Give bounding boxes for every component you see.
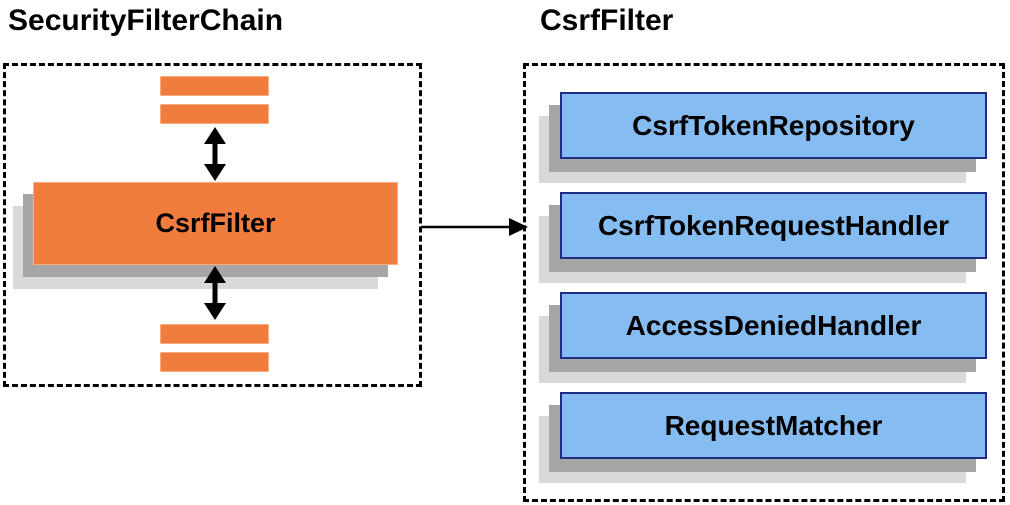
csrf-filter-components-panel: CsrfTokenRepository CsrfTokenRequestHand… — [523, 63, 1005, 502]
component-label: CsrfTokenRequestHandler — [597, 209, 950, 241]
component-box-csrf-token-repository: CsrfTokenRepository — [560, 92, 987, 159]
flow-arrow-icon — [421, 218, 528, 236]
filter-placeholder-bar — [160, 104, 269, 124]
component-box-csrf-token-request-handler: CsrfTokenRequestHandler — [560, 192, 987, 259]
security-filter-chain-panel: CsrfFilter — [3, 63, 422, 387]
component-label: CsrfTokenRepository — [632, 109, 915, 141]
security-filter-chain-title: SecurityFilterChain — [8, 4, 284, 37]
csrf-filter-node: CsrfFilter — [33, 182, 398, 265]
component-box-request-matcher: RequestMatcher — [560, 392, 987, 459]
csrf-filter-node-label: CsrfFilter — [155, 208, 276, 238]
filter-placeholder-bar — [160, 324, 269, 344]
filter-placeholder-bar — [160, 352, 269, 372]
component-box-access-denied-handler: AccessDeniedHandler — [560, 292, 987, 359]
bidirectional-arrow-icon — [204, 127, 226, 181]
component-label: RequestMatcher — [664, 409, 883, 441]
bidirectional-arrow-icon — [204, 266, 226, 320]
filter-placeholder-bar — [160, 76, 269, 96]
component-label: AccessDeniedHandler — [625, 309, 922, 341]
csrf-filter-title: CsrfFilter — [540, 4, 674, 37]
